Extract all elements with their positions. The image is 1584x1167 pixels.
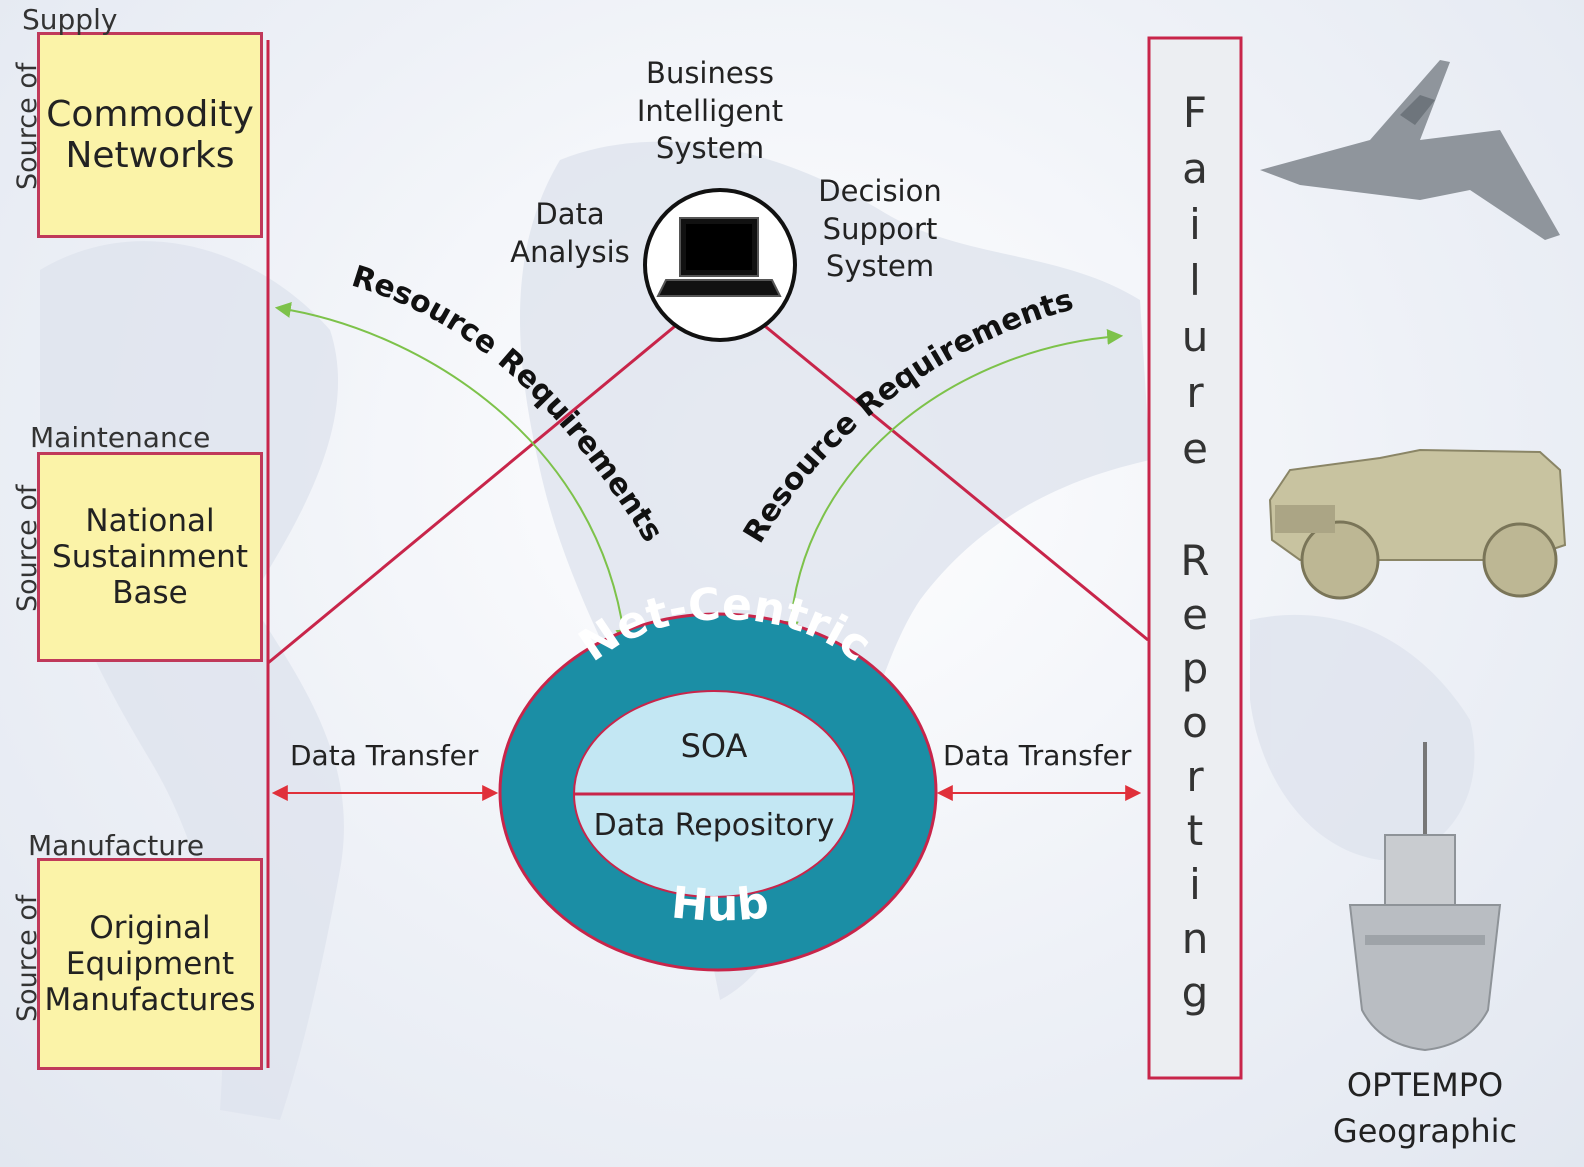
- reporting-letter: g: [1181, 968, 1209, 1017]
- humvee-image: [1268, 448, 1567, 600]
- fighter-jet-image: [1260, 60, 1560, 240]
- laptop-icon: [643, 188, 797, 342]
- failure-reporting-bar: [1147, 36, 1243, 1080]
- reporting-letter: R: [1180, 536, 1210, 585]
- reporting-letter: o: [1182, 698, 1208, 747]
- reporting-letter: i: [1189, 860, 1201, 909]
- commodity-networks-label: Commodity Networks: [46, 94, 254, 176]
- failure-letter: e: [1182, 424, 1208, 473]
- failure-letter: i: [1189, 200, 1201, 249]
- resource-arrow-left: [274, 302, 632, 646]
- soa-label: SOA: [680, 727, 748, 765]
- failure-letter: u: [1181, 312, 1209, 361]
- data-transfer-label-left: Data Transfer: [290, 739, 479, 772]
- national-sustainment-base-label: National Sustainment Base: [52, 503, 248, 611]
- reporting-letter: r: [1186, 752, 1204, 801]
- resource-arrow-right: [782, 328, 1124, 638]
- failure-letter: r: [1186, 368, 1204, 417]
- warship-image: [1348, 742, 1502, 1052]
- reporting-letter: t: [1186, 806, 1204, 855]
- optempo-label: OPTEMPO: [1346, 1066, 1504, 1104]
- commodity-networks-box: Commodity Networks: [37, 32, 263, 238]
- data-repository-label: Data Repository: [593, 808, 835, 843]
- original-equipment-manufactures-label: Original Equipment Manufactures: [44, 910, 256, 1018]
- supply-category-label: Supply: [22, 3, 118, 36]
- failure-letter: a: [1182, 144, 1208, 193]
- national-sustainment-base-box: National Sustainment Base: [37, 452, 263, 662]
- business-intelligent-system-label: Business Intelligent System: [636, 56, 784, 166]
- source-of-label-supply: Source of: [12, 62, 43, 190]
- reporting-letter: n: [1181, 914, 1209, 963]
- reporting-letter: e: [1182, 590, 1208, 639]
- manufacture-category-label: Manufacture: [28, 829, 205, 862]
- net-centric-hub: Net-Centric Hub: [498, 579, 938, 972]
- source-of-label-maintenance: Source of: [12, 484, 43, 612]
- data-transfer-label-right: Data Transfer: [943, 739, 1132, 772]
- source-of-label-manufacture: Source of: [12, 894, 43, 1022]
- hub-bottom-label: Hub: [669, 877, 771, 931]
- failure-letter: F: [1182, 88, 1208, 137]
- maintenance-category-label: Maintenance: [30, 421, 211, 454]
- decision-support-system-label: Decision Support System: [818, 174, 942, 284]
- geographic-label: Geographic: [1332, 1112, 1518, 1150]
- reporting-letter: p: [1181, 644, 1209, 693]
- original-equipment-manufactures-box: Original Equipment Manufactures: [37, 858, 263, 1070]
- failure-letter: l: [1189, 256, 1201, 305]
- data-analysis-label: Data Analysis: [510, 197, 630, 269]
